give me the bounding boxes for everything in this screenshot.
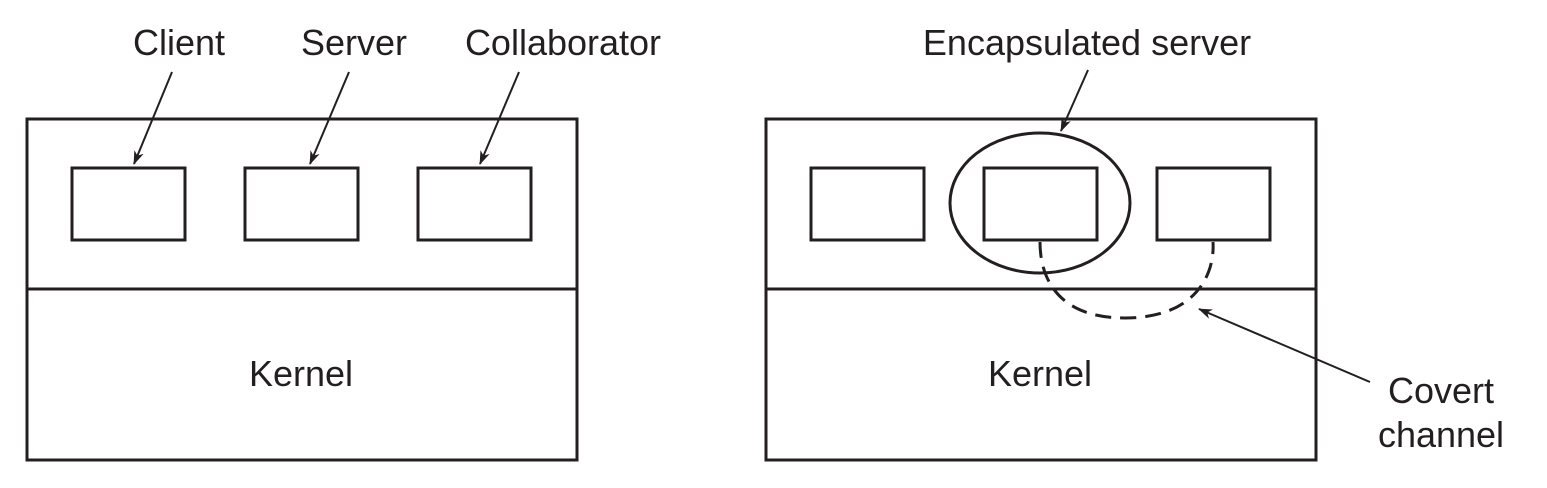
server-label: Server <box>301 22 407 63</box>
collaborator-process-box <box>416 166 533 242</box>
collaborator-label: Collaborator <box>465 22 661 63</box>
covert-channel-pointer-arrow <box>1198 308 1371 383</box>
right-diagram: Encapsulated server Kernel Covert channe… <box>764 22 1504 462</box>
encapsulated-server-pointer-arrow <box>1060 69 1089 132</box>
client-pointer-arrow <box>133 71 173 165</box>
right-client-process-box <box>809 166 926 242</box>
encapsulated-server-label: Encapsulated server <box>923 22 1251 63</box>
server-process-box <box>243 166 360 242</box>
client-process-box <box>70 166 187 242</box>
collaborator-pointer-arrow <box>479 71 520 165</box>
encapsulation-ellipse <box>948 131 1132 275</box>
left-kernel-label: Kernel <box>249 353 353 394</box>
covert-channel-path <box>1038 241 1215 320</box>
right-kernel-label: Kernel <box>988 353 1092 394</box>
covert-channel-label-line2: channel <box>1378 414 1504 455</box>
encapsulated-server-process-box <box>982 166 1099 242</box>
right-collaborator-process-box <box>1155 166 1272 242</box>
client-label: Client <box>133 22 225 63</box>
server-pointer-arrow <box>309 71 350 165</box>
left-diagram: Client Server Collaborator Kernel <box>25 22 661 462</box>
covert-channel-label-line1: Covert <box>1388 370 1494 411</box>
